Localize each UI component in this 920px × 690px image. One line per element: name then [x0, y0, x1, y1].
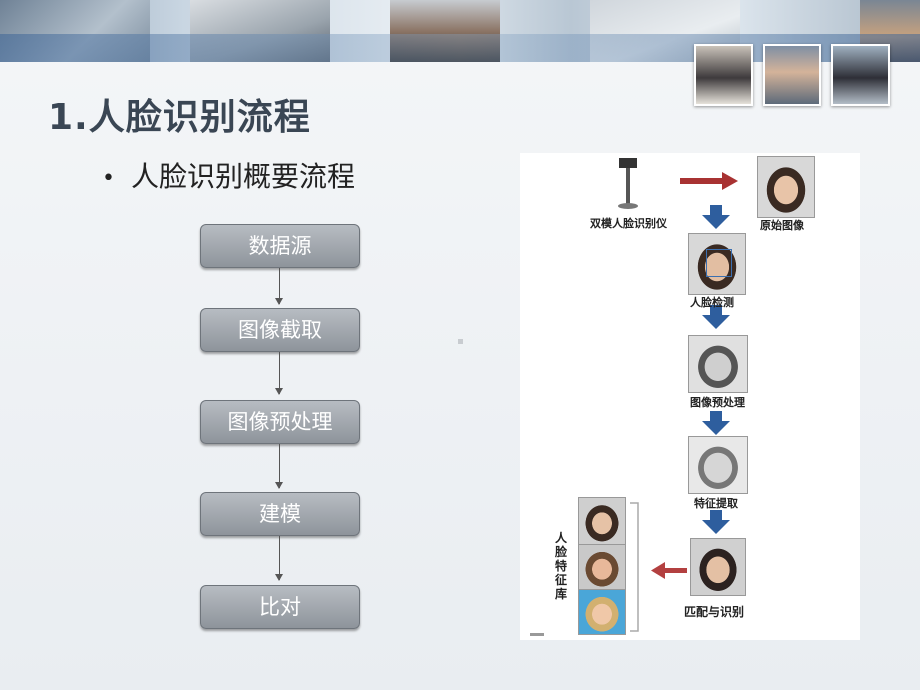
feature-face	[688, 436, 748, 494]
match-label: 匹配与识别	[684, 605, 745, 619]
preprocessed-face	[688, 335, 748, 393]
match-face	[690, 538, 746, 596]
face-recognition-figure: 双模人脸识别仪 原始图像 人脸检测 图像预处理 特征提取 匹配与识别 人脸特征库	[520, 153, 860, 640]
detection-box	[706, 249, 732, 277]
thumbnail-team-photo	[762, 44, 822, 106]
library-face-2	[578, 544, 626, 590]
flow-step-modeling: 建模	[200, 492, 360, 536]
original-image-label: 原始图像	[760, 219, 804, 232]
library-face-3	[578, 589, 626, 635]
device-camera-icon	[619, 158, 637, 168]
bullet-dot-icon: •	[102, 165, 115, 191]
flow-arrow-2	[275, 352, 283, 395]
left-arrow-head	[651, 562, 665, 579]
flow-step-compare: 比对	[200, 585, 360, 629]
feature-extract-label: 特征提取	[694, 497, 738, 510]
preprocess-label: 图像预处理	[690, 396, 745, 409]
header-banner	[0, 0, 920, 62]
placeholder-dot	[458, 339, 463, 344]
flow-arrow-3	[275, 444, 283, 489]
thumbnail-phone-photo	[831, 44, 891, 106]
library-bracket	[630, 502, 639, 632]
device-stand	[626, 168, 630, 204]
figure-arrows	[530, 158, 738, 636]
device-label: 双模人脸识别仪	[590, 217, 667, 230]
left-arrow-shaft	[665, 568, 687, 573]
thumbnail-meeting-photo	[694, 44, 753, 106]
right-arrow-shaft	[680, 178, 722, 184]
library-label: 人脸特征库	[554, 531, 567, 601]
detected-face	[688, 233, 746, 295]
slide-title: 1.人脸识别流程	[48, 97, 311, 138]
flow-arrow-4	[275, 536, 283, 581]
bullet-item: • 人脸识别概要流程	[102, 155, 355, 195]
bullet-text: 人脸识别概要流程	[130, 160, 355, 193]
flow-step-preprocess: 图像预处理	[200, 400, 360, 444]
flow-arrow-1	[275, 268, 283, 305]
flow-step-image-capture: 图像截取	[200, 308, 360, 352]
original-image-face	[757, 156, 815, 218]
header-thumbnails	[694, 44, 891, 106]
right-arrow-head	[722, 172, 738, 190]
library-face-1	[578, 497, 626, 545]
flow-step-data-source: 数据源	[200, 224, 360, 268]
device-base	[618, 203, 638, 209]
face-detect-label: 人脸检测	[690, 296, 734, 309]
